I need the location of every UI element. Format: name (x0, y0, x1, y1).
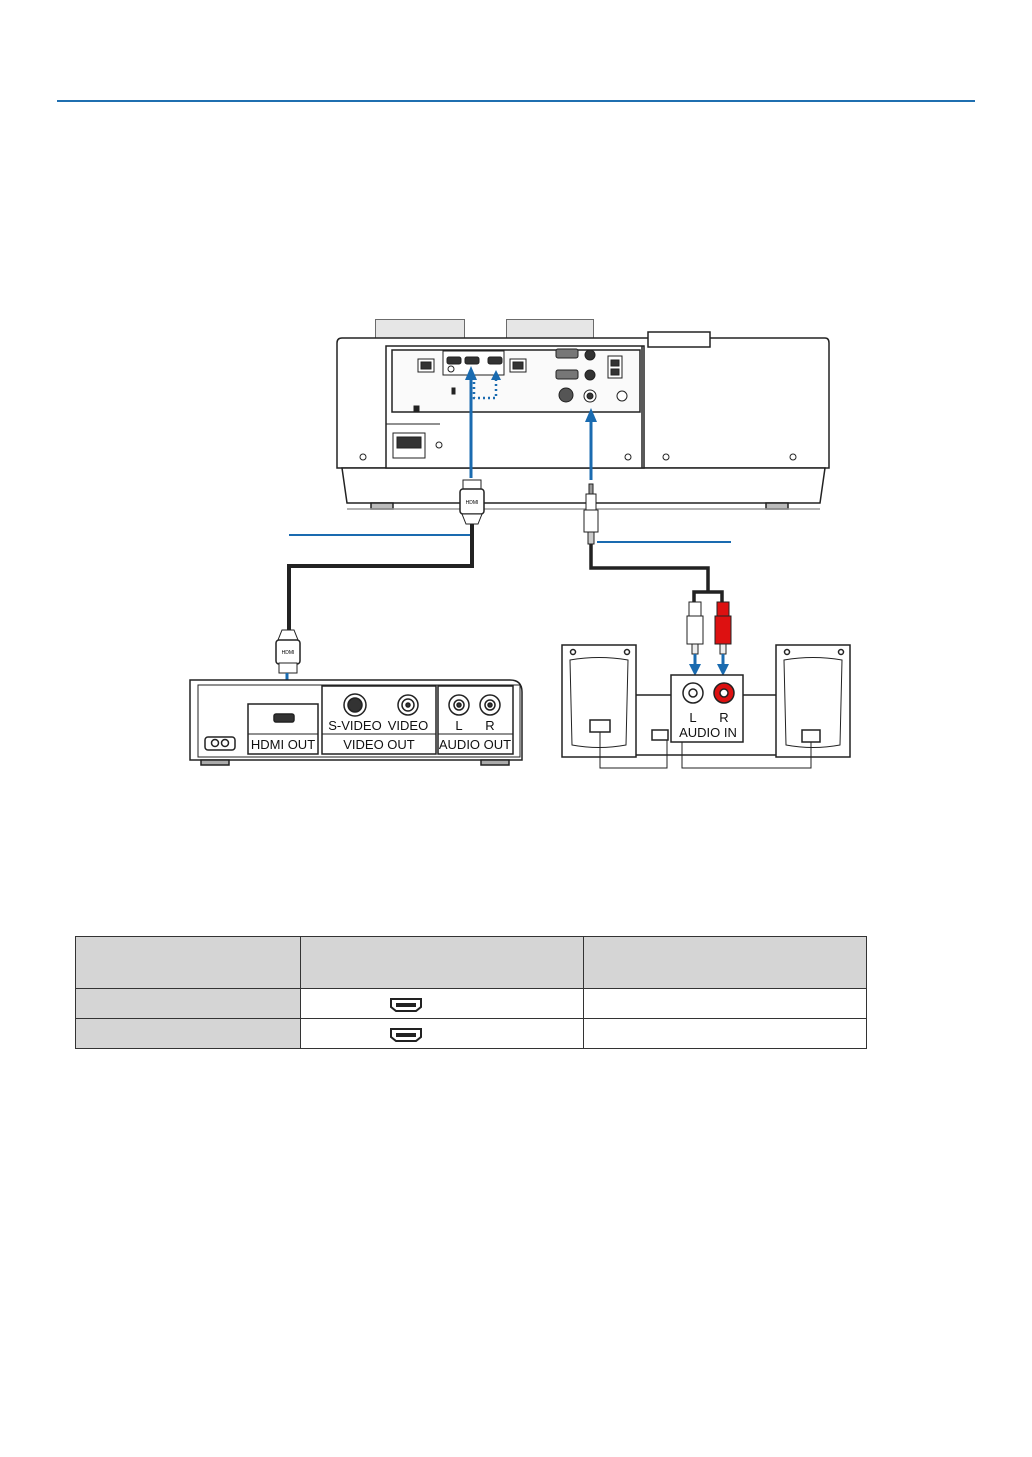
table-cell (583, 988, 867, 1019)
connection-table (75, 936, 867, 1049)
table-header-row (75, 936, 867, 989)
table-cell (583, 1018, 867, 1049)
table-header-cell (583, 936, 867, 989)
table-row (75, 988, 867, 1019)
rca-plug-red (714, 601, 732, 655)
audio-in-label: AUDIO IN (679, 725, 737, 740)
svg-text:HDMI: HDMI (282, 650, 295, 656)
audio-cable-leader-line (597, 541, 731, 543)
projector-ports (359, 348, 797, 461)
table-header-cell (75, 936, 301, 989)
projector (336, 331, 830, 510)
table-cell (300, 1018, 584, 1049)
hdmi-out-label: HDMI OUT (251, 737, 315, 752)
svg-text:HDMI: HDMI (466, 500, 479, 506)
hdmi-cable (287, 524, 474, 630)
speaker-r-label: R (719, 710, 728, 725)
hdmi-player (189, 679, 523, 766)
arrow-down-icon (689, 664, 701, 676)
connection-diagram: HDMI HDMI (189, 331, 851, 769)
arrow-down-icon (717, 664, 729, 676)
rca-plug-white (686, 601, 704, 655)
hdmi-plug-top: HDMI (459, 479, 485, 525)
arrow-up-icon (585, 408, 597, 422)
hdmi-port-icon (390, 998, 422, 1012)
table-header-cell (300, 936, 584, 989)
table-cell (75, 988, 301, 1019)
header-rule (57, 100, 975, 102)
hdmi-port-icon (390, 1028, 422, 1042)
video-label: VIDEO (388, 718, 428, 733)
audio-r-label: R (485, 718, 494, 733)
hdmi-plug-bottom: HDMI (275, 629, 301, 674)
s-video-label: S-VIDEO (328, 718, 381, 733)
table-cell (75, 1018, 301, 1049)
amplified-speakers (561, 644, 851, 769)
audio-out-label: AUDIO OUT (439, 737, 511, 752)
hdmi-loop-dotted-link (472, 380, 498, 400)
video-out-label: VIDEO OUT (343, 737, 415, 752)
hdmi-cable-leader-line (289, 534, 471, 536)
table-row (75, 1018, 867, 1049)
speaker-l-label: L (689, 710, 696, 725)
table-cell (300, 988, 584, 1019)
arrow-up-icon (465, 366, 477, 380)
stereo-mini-to-rca-cable (589, 544, 724, 602)
audio-l-label: L (455, 718, 462, 733)
